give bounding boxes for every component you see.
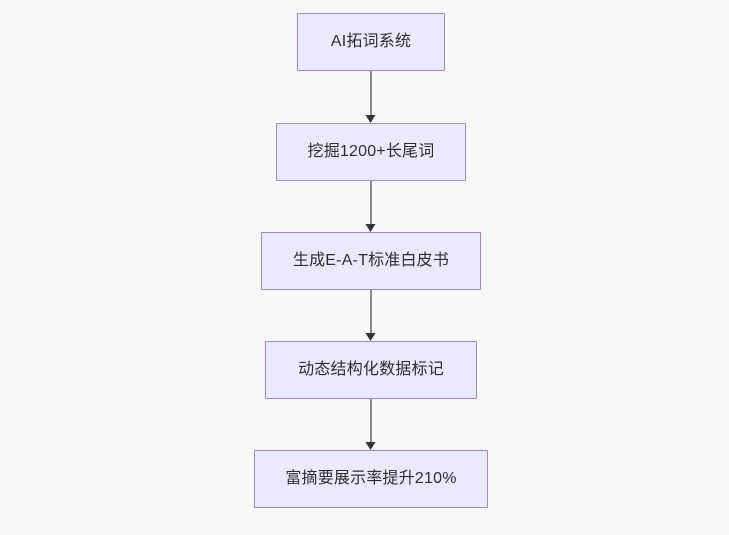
flow-node-label: 挖掘1200+长尾词 bbox=[307, 143, 435, 161]
flow-node-ai-keyword-system[interactable]: AI拓词系统 bbox=[297, 13, 445, 71]
edge-line bbox=[370, 71, 372, 115]
flow-node-dynamic-structured-data-markup[interactable]: 动态结构化数据标记 bbox=[265, 341, 477, 399]
flow-node-generate-eat-whitepaper[interactable]: 生成E-A-T标准白皮书 bbox=[261, 232, 481, 290]
arrowhead-icon bbox=[365, 333, 376, 341]
edge-line bbox=[370, 290, 372, 333]
flow-node-rich-snippet-rate-increase[interactable]: 富摘要展示率提升210% bbox=[254, 450, 488, 508]
arrowhead-icon bbox=[365, 442, 376, 450]
arrowhead-icon bbox=[365, 115, 376, 123]
flow-node-label: 生成E-A-T标准白皮书 bbox=[292, 252, 450, 270]
flow-node-mine-longtail-keywords[interactable]: 挖掘1200+长尾词 bbox=[276, 123, 466, 181]
edge-line bbox=[370, 181, 372, 224]
edge-line bbox=[370, 399, 372, 442]
arrowhead-icon bbox=[365, 224, 376, 232]
flow-node-label: AI拓词系统 bbox=[330, 33, 412, 51]
flow-node-label: 动态结构化数据标记 bbox=[298, 361, 444, 379]
flow-node-label: 富摘要展示率提升210% bbox=[285, 470, 457, 488]
